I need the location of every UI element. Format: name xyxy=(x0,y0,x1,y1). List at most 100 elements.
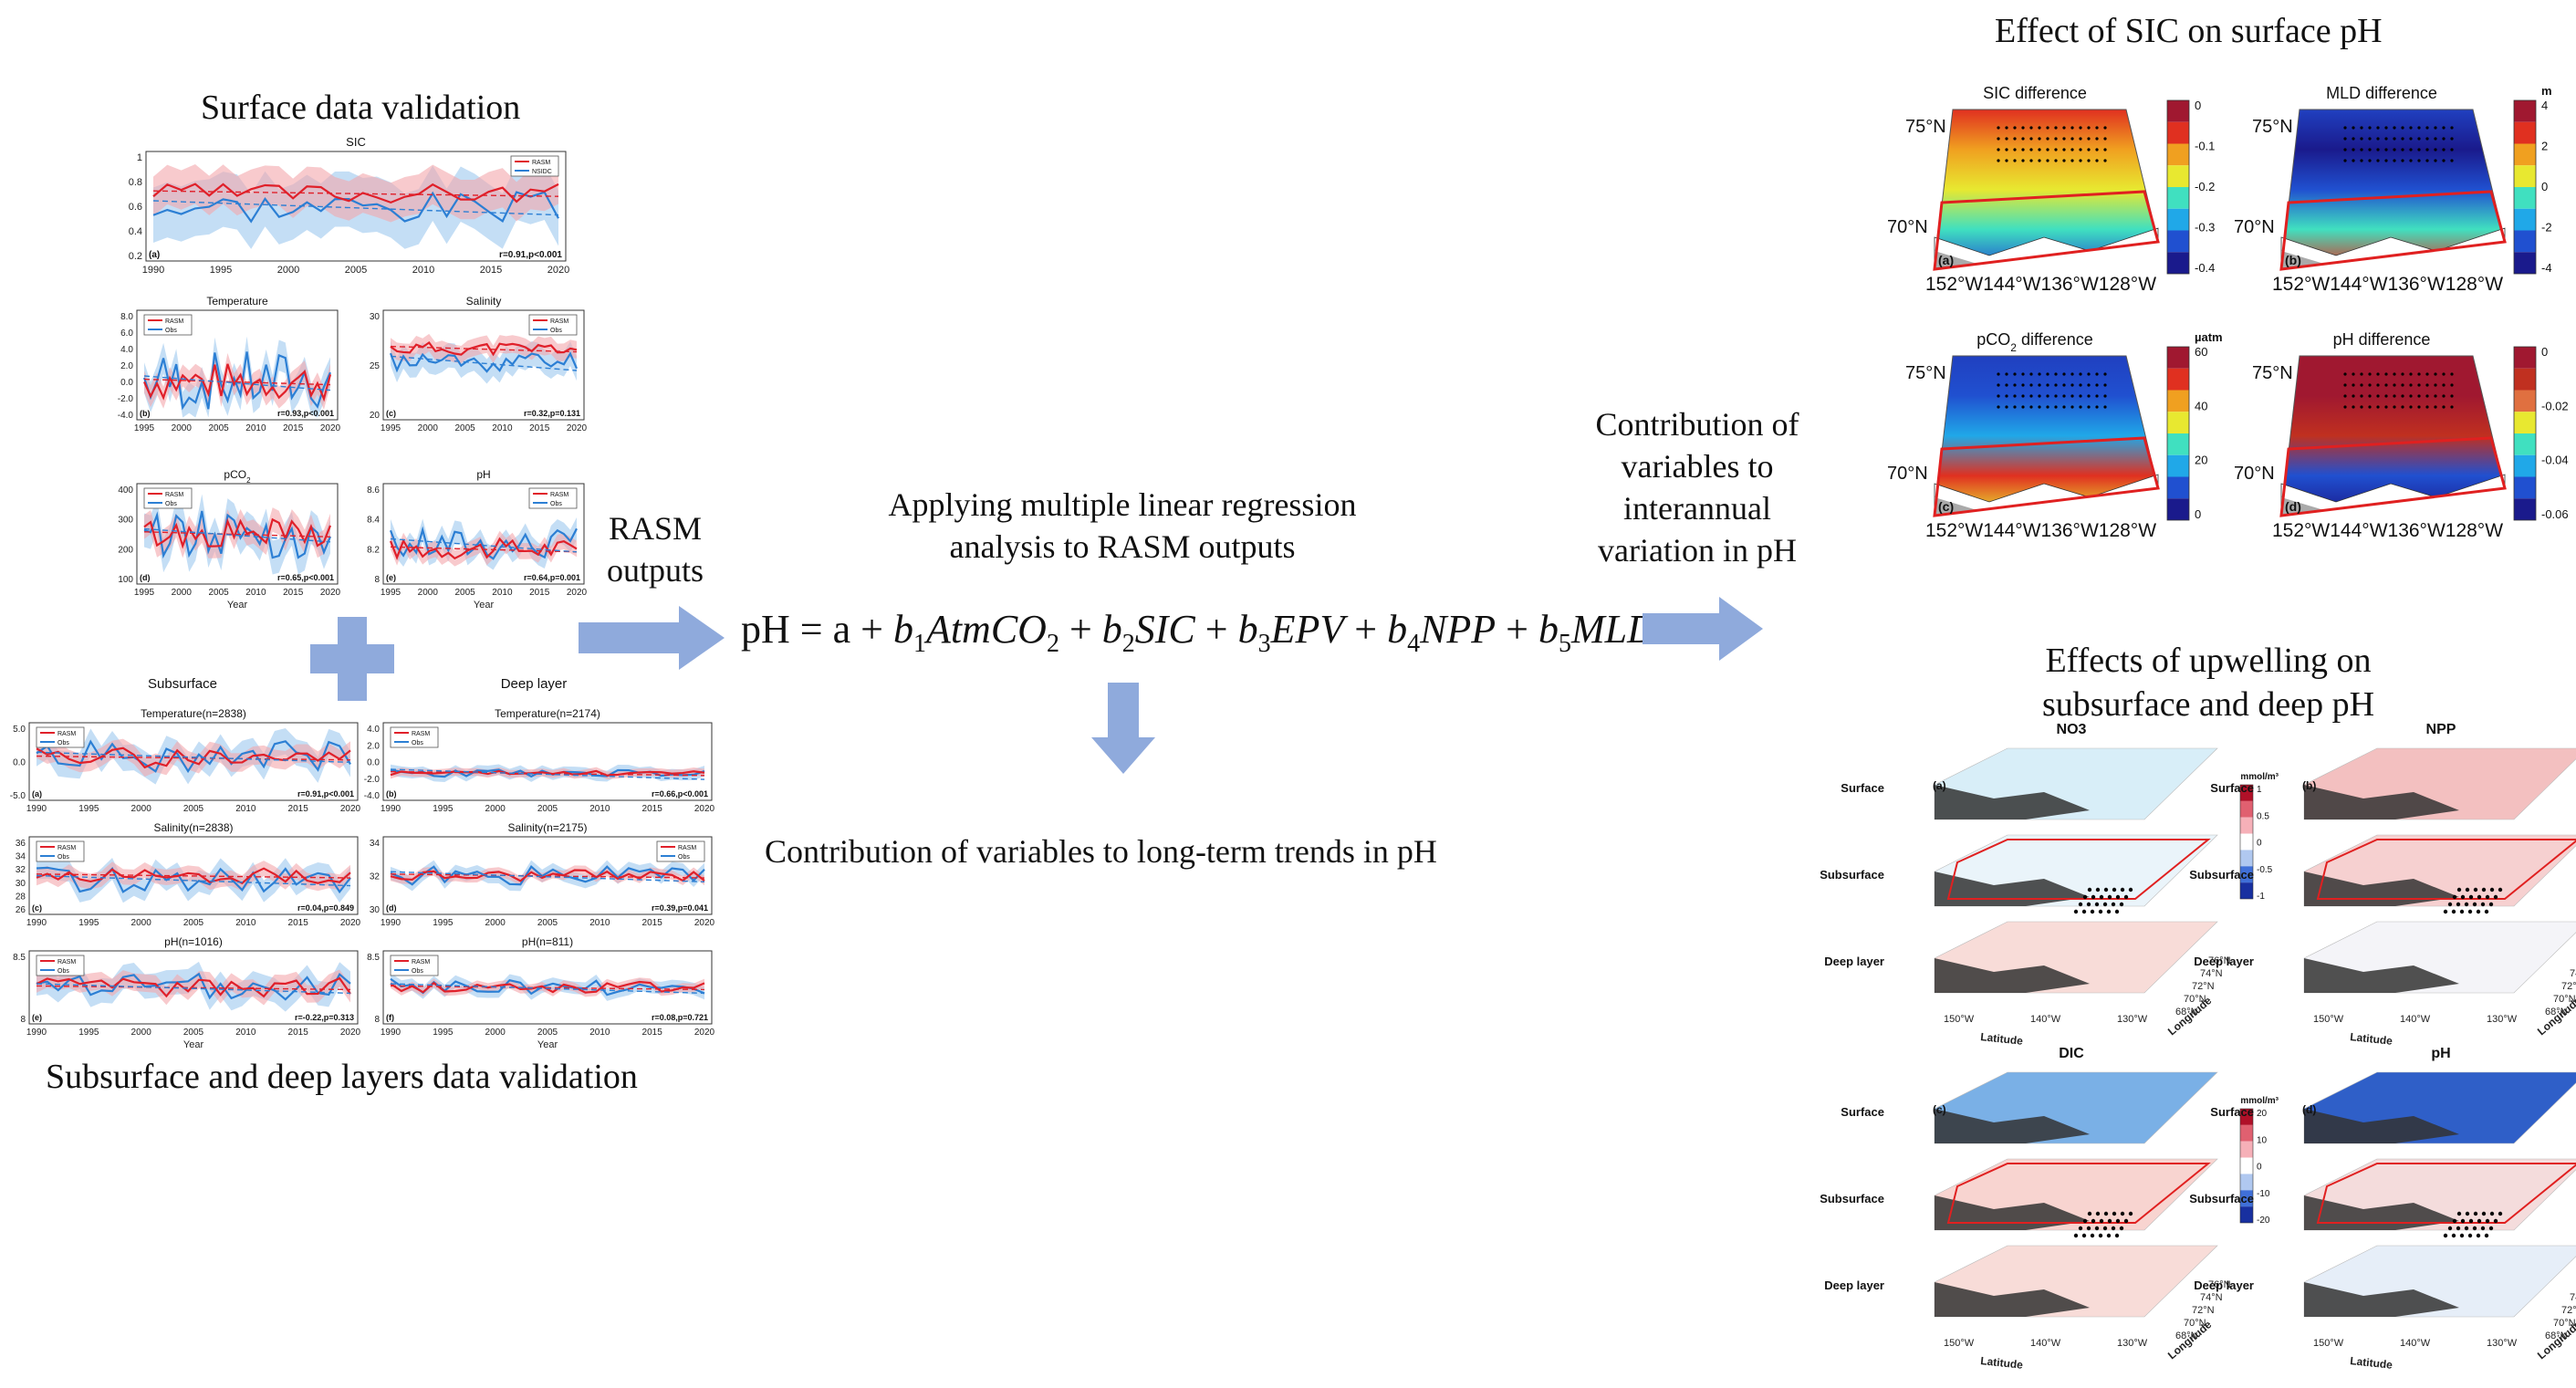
x-tick: 2005 xyxy=(345,265,367,276)
y-tick: 2.0 xyxy=(120,361,133,371)
colorbar-segment xyxy=(2514,187,2536,209)
colorbar-frame xyxy=(2166,99,2190,275)
significance-dot xyxy=(2376,137,2380,141)
significance-dot xyxy=(2360,394,2363,398)
x-tick: 2005 xyxy=(454,588,475,598)
legend-rasm-label: RASM xyxy=(57,959,76,965)
x-tick: 2015 xyxy=(480,265,502,276)
obs-trend xyxy=(390,537,578,553)
rasm-trend xyxy=(152,190,559,197)
legend-rasm-label: RASM xyxy=(532,160,550,166)
equation-term: b3EPV xyxy=(1237,607,1345,658)
y-tick: 8.4 xyxy=(367,516,380,526)
x-tick: 2000 xyxy=(485,918,506,928)
legend-rasm-label: RASM xyxy=(57,845,76,851)
y-tick: 0.0 xyxy=(13,758,26,768)
mlr-description: Applying multiple linear regression anal… xyxy=(888,486,1357,565)
equation-plus: + xyxy=(1496,607,1538,652)
x-tick: 2010 xyxy=(235,804,256,814)
legend-rasm-label: RASM xyxy=(412,731,430,737)
legend-obs-label: Obs xyxy=(412,740,423,746)
significance-dot xyxy=(2070,394,2074,398)
significance-dot xyxy=(2087,126,2091,130)
panel-tag: (a) xyxy=(149,250,160,260)
colorbar-segment xyxy=(2167,433,2189,455)
study-box xyxy=(1946,839,2211,900)
significance-dot xyxy=(2123,1218,2129,1224)
colorbar-segment xyxy=(2167,121,2189,144)
significance-dot xyxy=(2384,372,2388,376)
significance-dot xyxy=(2409,405,2413,409)
significance-dot xyxy=(2343,372,2347,376)
x-tick: 2000 xyxy=(131,918,152,928)
significance-dot xyxy=(2489,1211,2495,1216)
significance-dot xyxy=(2107,1218,2112,1224)
x-tick: 2000 xyxy=(277,265,299,276)
y-tick: 30 xyxy=(370,905,381,915)
y-tick: 4.0 xyxy=(120,345,133,355)
significance-dot xyxy=(2128,1211,2133,1216)
colorbar-segment xyxy=(2167,390,2189,412)
legend-obs-label: Obs xyxy=(165,501,177,507)
x-tick: 2010 xyxy=(235,1028,256,1038)
x-tick: 2015 xyxy=(642,804,663,814)
obs-trend xyxy=(390,355,578,371)
colorbar-segment xyxy=(2240,1174,2253,1191)
significance-dot xyxy=(2425,372,2429,376)
significance-dot xyxy=(2046,126,2049,130)
colorbar-unit: mmol/m³ xyxy=(2240,772,2279,782)
x-tick: 2015 xyxy=(288,1028,309,1038)
y-tick: -4.0 xyxy=(118,411,134,421)
colorbar-segment xyxy=(2514,454,2536,477)
map-title: pCO2 difference xyxy=(1976,330,2092,354)
lat-tick: 74°N xyxy=(2570,1292,2576,1303)
lat-label: 75°N xyxy=(2252,363,2293,383)
map-tag: (a) xyxy=(1938,253,1954,267)
significance-dot xyxy=(2103,372,2107,376)
significance-dot xyxy=(2477,1218,2482,1224)
significance-dot xyxy=(2401,148,2404,151)
colorbar-tick: 60 xyxy=(2195,345,2207,359)
significance-dot xyxy=(2046,394,2049,398)
significance-dot xyxy=(2054,126,2058,130)
colorbar-segment xyxy=(2514,230,2536,253)
rasm-trend xyxy=(143,378,331,386)
arrow-down-icon xyxy=(1091,683,1155,774)
obs-line xyxy=(389,526,578,560)
x-tick: 2020 xyxy=(694,1028,715,1038)
x-tick: 1995 xyxy=(134,588,155,598)
sic-map-panel: MLD difference(b)75°N70°N152°W144°W136°W… xyxy=(2234,84,2552,295)
x-tick: 1995 xyxy=(433,918,454,928)
obs-trend xyxy=(143,527,331,543)
y-tick: 6.0 xyxy=(120,329,133,339)
obs-trend xyxy=(390,768,705,780)
significance-dot xyxy=(2073,909,2079,914)
significance-dot xyxy=(2103,405,2107,409)
long-term-trend-text: Contribution of variables to long-term t… xyxy=(765,833,1437,870)
land-relief xyxy=(1935,1282,2090,1317)
significance-dot xyxy=(2493,894,2498,900)
x-tick: 1995 xyxy=(78,1028,99,1038)
colorbar-tick: 20 xyxy=(2257,1109,2268,1119)
y-tick: 26 xyxy=(16,905,26,915)
significance-dot xyxy=(2091,894,2096,900)
significance-dot xyxy=(2459,1233,2465,1238)
colorbar-segment xyxy=(2167,208,2189,231)
validation-panel: Salinity(n=2175)RASMObs(d)r=0.39,p=0.041… xyxy=(370,821,715,928)
significance-dot xyxy=(2038,126,2041,130)
panel-title: SIC xyxy=(346,135,366,149)
colorbar-tick: 0 xyxy=(2257,1163,2262,1173)
y-tick: 400 xyxy=(118,485,133,496)
rasm-line xyxy=(36,867,351,885)
significance-dot xyxy=(2095,137,2099,141)
significance-dot xyxy=(2062,383,2066,387)
panel-tag: (c) xyxy=(32,903,42,913)
significance-dot xyxy=(2442,372,2446,376)
colorbar-segment xyxy=(2240,817,2253,834)
x-tick: 2020 xyxy=(320,423,341,433)
significance-dot xyxy=(2094,902,2100,907)
significance-dot xyxy=(2107,894,2112,900)
